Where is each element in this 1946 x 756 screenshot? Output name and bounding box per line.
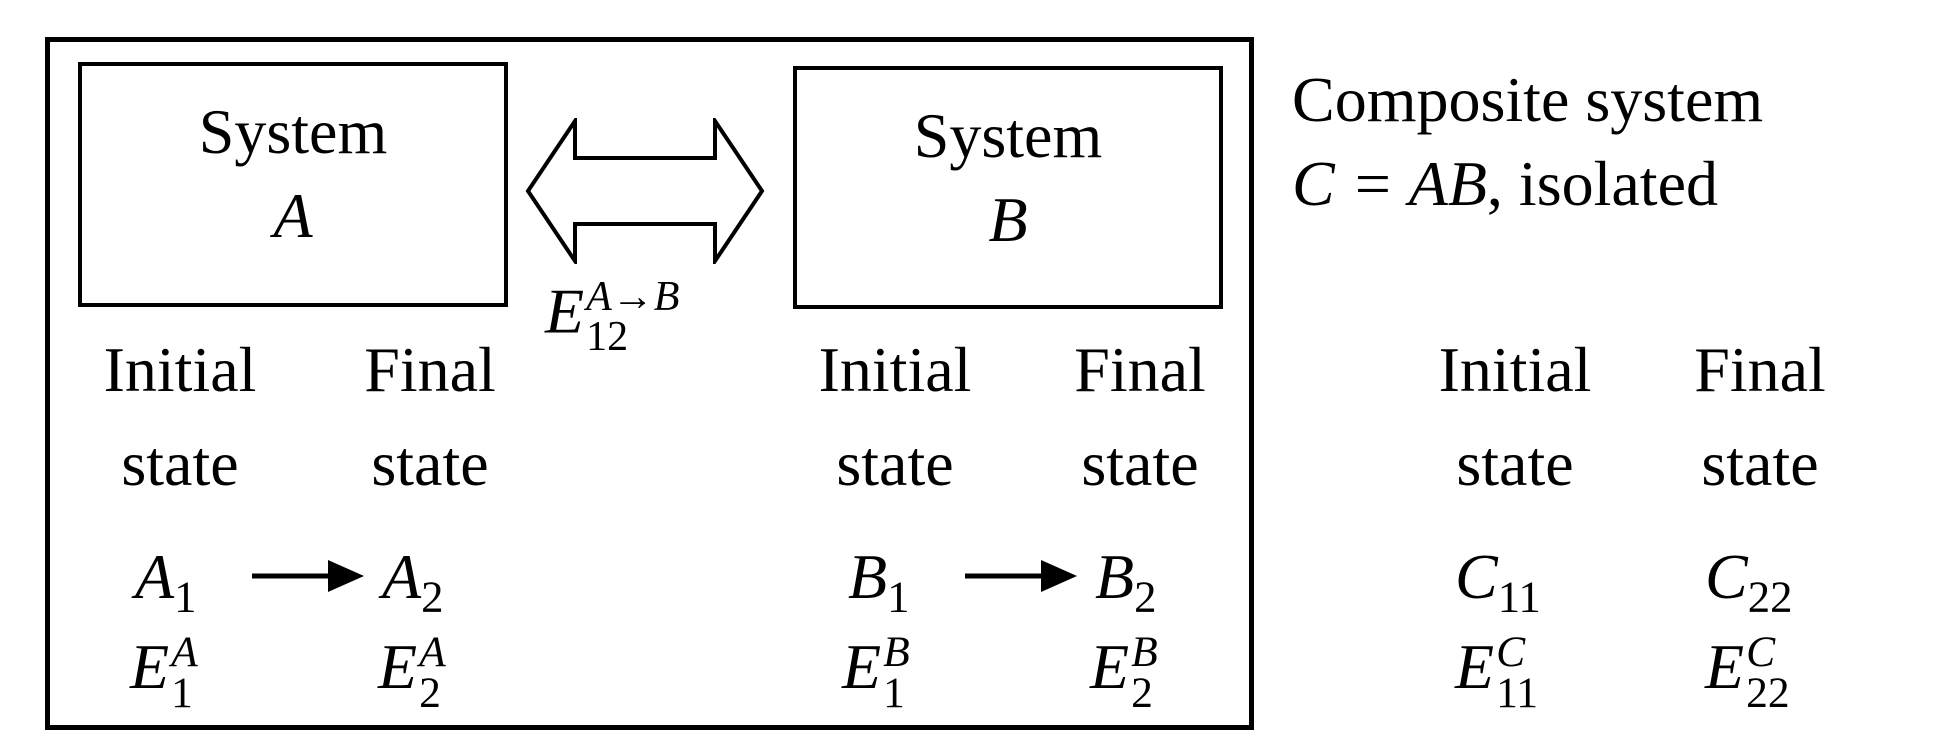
composite-initial-energy-sup: C — [1496, 628, 1526, 676]
composite-final-state-sub: 22 — [1747, 571, 1793, 622]
system-b-initial-energy-base: E — [842, 631, 882, 703]
system-b-letter: B — [988, 184, 1028, 255]
composite-initial-state-word: state — [1456, 428, 1574, 499]
system-a-initial-energy-sub: 1 — [171, 669, 193, 718]
composite-initial-label: Initial state — [1405, 338, 1625, 496]
composite-initial-energy-sub: 11 — [1496, 669, 1538, 718]
system-b-final-state-sub: 2 — [1134, 571, 1157, 622]
system-b-final-energy-base: E — [1090, 631, 1130, 703]
system-a-final-label: Final state — [330, 338, 530, 496]
system-a-title: System A — [78, 100, 508, 248]
composite-final-state-base: C — [1705, 541, 1748, 612]
composite-initial-energy-base: E — [1455, 631, 1495, 703]
composite-final-energy-base: E — [1705, 631, 1745, 703]
system-a-final-state: A2 — [382, 545, 444, 619]
system-b-final-state-base: B — [1095, 541, 1135, 612]
composite-heading: Composite system C = AB, isolated — [1292, 68, 1763, 216]
composite-heading-line1: Composite system — [1292, 64, 1764, 135]
composite-initial-state: C11 — [1455, 545, 1541, 619]
system-b-final-state-word: state — [1081, 428, 1199, 499]
composite-final-energy-sup: C — [1746, 628, 1776, 676]
system-a-final-energy-sub: 2 — [419, 669, 441, 718]
system-a-letter: A — [273, 180, 313, 251]
system-b-initial-state-base: B — [848, 541, 888, 612]
composite-initial-word: Initial — [1438, 334, 1592, 405]
composite-final-energy-sub: 22 — [1746, 669, 1790, 718]
system-a-initial-state-base: A — [135, 541, 175, 612]
system-a-initial-word: Initial — [103, 334, 257, 405]
outer-frame — [45, 37, 1254, 730]
composite-initial-state-base: C — [1455, 541, 1498, 612]
system-b-initial-state: B1 — [848, 545, 910, 619]
system-a-initial-label: Initial state — [70, 338, 290, 496]
composite-final-word: Final — [1694, 334, 1826, 405]
system-a-initial-state-sub: 1 — [174, 571, 197, 622]
exchange-energy-base: E — [545, 275, 585, 347]
exchange-double-arrow-icon — [525, 118, 765, 264]
system-b-final-state: B2 — [1095, 545, 1157, 619]
system-b-initial-word: Initial — [818, 334, 972, 405]
system-b-initial-label: Initial state — [785, 338, 1005, 496]
composite-final-state-word: state — [1701, 428, 1819, 499]
system-b-final-energy-sup: B — [1131, 628, 1158, 676]
system-a-final-energy-sup: A — [419, 628, 446, 676]
composite-initial-state-sub: 11 — [1497, 571, 1541, 622]
composite-heading-equation: C = AB — [1292, 148, 1487, 219]
system-a-initial-energy-base: E — [130, 631, 170, 703]
system-a-final-state-sub: 2 — [421, 571, 444, 622]
exchange-energy-sub: 12 — [586, 313, 629, 360]
system-b-title-word: System — [913, 100, 1103, 171]
system-a-box — [78, 62, 508, 307]
exchange-energy-sup: A→B — [586, 274, 680, 320]
system-b-title: System B — [793, 104, 1223, 252]
composite-final-state: C22 — [1705, 545, 1792, 619]
system-a-title-word: System — [198, 96, 388, 167]
system-b-final-energy-sub: 2 — [1131, 669, 1153, 718]
system-b-final-label: Final state — [1040, 338, 1240, 496]
composite-heading-line2: C = AB, isolated — [1292, 152, 1763, 216]
system-b-box — [793, 66, 1223, 309]
system-a-initial-state: A1 — [135, 545, 197, 619]
composite-final-label: Final state — [1660, 338, 1860, 496]
system-b-initial-energy-sup: B — [883, 628, 910, 676]
system-b-initial-state-word: state — [836, 428, 954, 499]
system-a-final-state-base: A — [382, 541, 422, 612]
system-a-final-energy-base: E — [378, 631, 418, 703]
system-b-final-word: Final — [1074, 334, 1206, 405]
system-b-initial-energy-sub: 1 — [883, 669, 905, 718]
arrow-right-icon — [252, 560, 364, 592]
system-a-initial-state-word: state — [121, 428, 239, 499]
system-a-final-word: Final — [364, 334, 496, 405]
system-b-initial-state-sub: 1 — [887, 571, 910, 622]
composite-heading-isolated: , isolated — [1486, 148, 1718, 219]
arrow-right-icon — [965, 560, 1077, 592]
system-a-final-state-word: state — [371, 428, 489, 499]
system-a-initial-energy-sup: A — [171, 628, 198, 676]
